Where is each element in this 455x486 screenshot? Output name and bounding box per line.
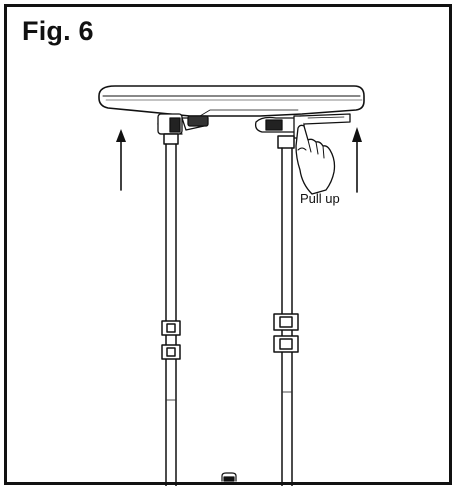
right-leg: [273, 135, 299, 486]
base-connector: [221, 472, 237, 482]
figure-title: Fig. 6: [22, 16, 94, 46]
left-leg: [161, 133, 181, 486]
figure-frame: [4, 4, 452, 485]
up-arrow-left-icon: [116, 129, 126, 191]
hand-icon: [295, 124, 336, 195]
pull-up-label: Pull up: [300, 191, 340, 206]
up-arrow-right-icon: [352, 127, 362, 193]
tabletop: [98, 85, 365, 117]
left-bracket: [157, 113, 209, 135]
